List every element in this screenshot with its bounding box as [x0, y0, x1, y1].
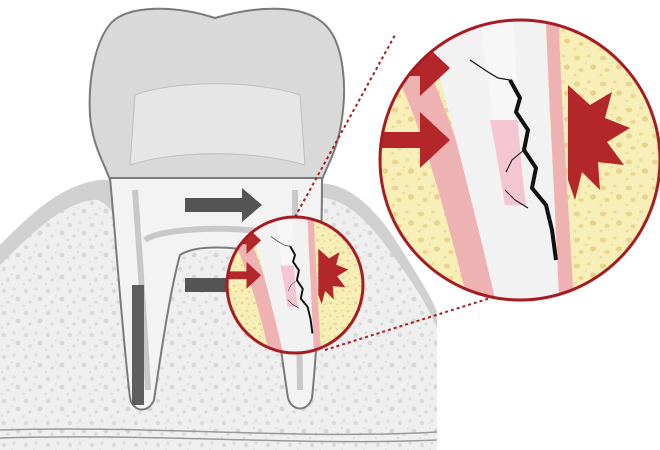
jaw-bone: [0, 190, 125, 450]
zoom-callout-line: [324, 294, 501, 351]
gingiva: [310, 183, 437, 328]
zoom-callout-line: [294, 34, 396, 218]
mandibular-canal: [0, 428, 438, 443]
force-arrow-gray: [185, 188, 262, 222]
magnifier-large-inset: [378, 18, 660, 302]
magnifier-small: [225, 215, 365, 355]
